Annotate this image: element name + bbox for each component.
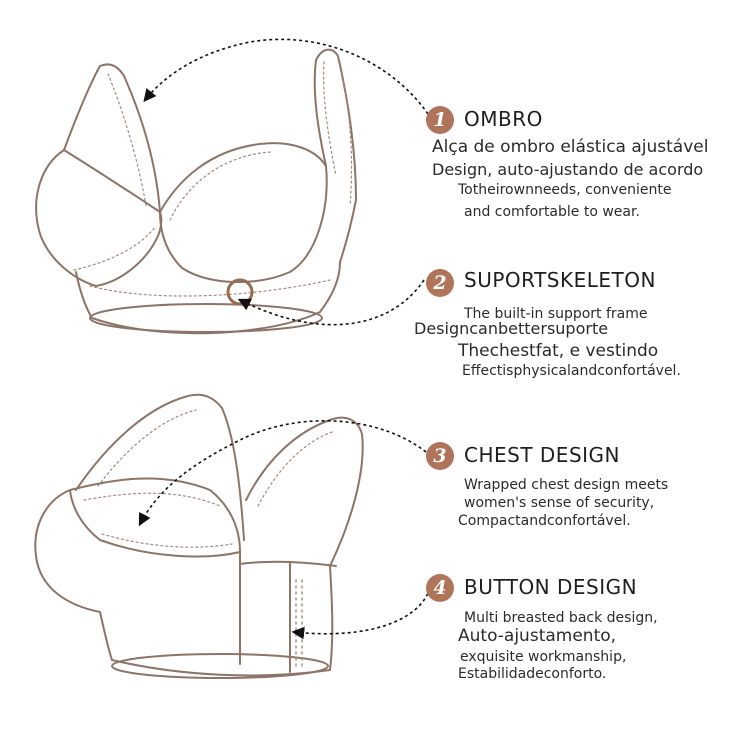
arrow-button bbox=[291, 587, 431, 640]
feature-line: Effectisphysicalandconfortável. bbox=[462, 363, 681, 379]
callout-arrows bbox=[138, 38, 431, 640]
feature-line: Thechestfat, e vestindo bbox=[458, 341, 659, 361]
feature-number-badge: 2 bbox=[426, 269, 454, 297]
feature-line: The built-in support frame bbox=[464, 306, 648, 322]
feature-line: Totheirownneeds, conveniente bbox=[458, 182, 672, 198]
feature-line: Alça de ombro elástica ajustável bbox=[432, 137, 709, 157]
feature-line: Estabilidadeconforto. bbox=[458, 666, 607, 682]
feature-line: Multi breasted back design, bbox=[464, 610, 658, 626]
feature-line: Compactandconfortável. bbox=[458, 513, 631, 529]
feature-title: CHEST DESIGN bbox=[464, 443, 620, 467]
feature-line: Design, auto-ajustando de acordo bbox=[432, 160, 704, 179]
feature-number-badge: 1 bbox=[426, 106, 454, 134]
feature-line: Designcanbettersuporte bbox=[414, 319, 609, 338]
bra-front-view bbox=[35, 48, 357, 335]
feature-number-badge: 4 bbox=[426, 574, 454, 602]
feature-line: and comfortable to wear. bbox=[464, 204, 640, 220]
arrow-ombro bbox=[143, 38, 429, 115]
feature-line: exquisite workmanship, bbox=[460, 649, 627, 665]
feature-title: OMBRO bbox=[464, 107, 543, 131]
feature-number-badge: 3 bbox=[426, 442, 454, 470]
arrow-support bbox=[237, 279, 425, 326]
feature-title: BUTTON DESIGN bbox=[464, 575, 638, 599]
bra-side-view bbox=[34, 393, 364, 679]
arrow-chest bbox=[138, 420, 427, 527]
feature-line: women's sense of security, bbox=[464, 495, 655, 511]
feature-title: SUPORTSKELETON bbox=[464, 268, 656, 292]
feature-line: Auto-ajustamento, bbox=[458, 626, 617, 646]
feature-line: Wrapped chest design meets bbox=[464, 477, 669, 493]
